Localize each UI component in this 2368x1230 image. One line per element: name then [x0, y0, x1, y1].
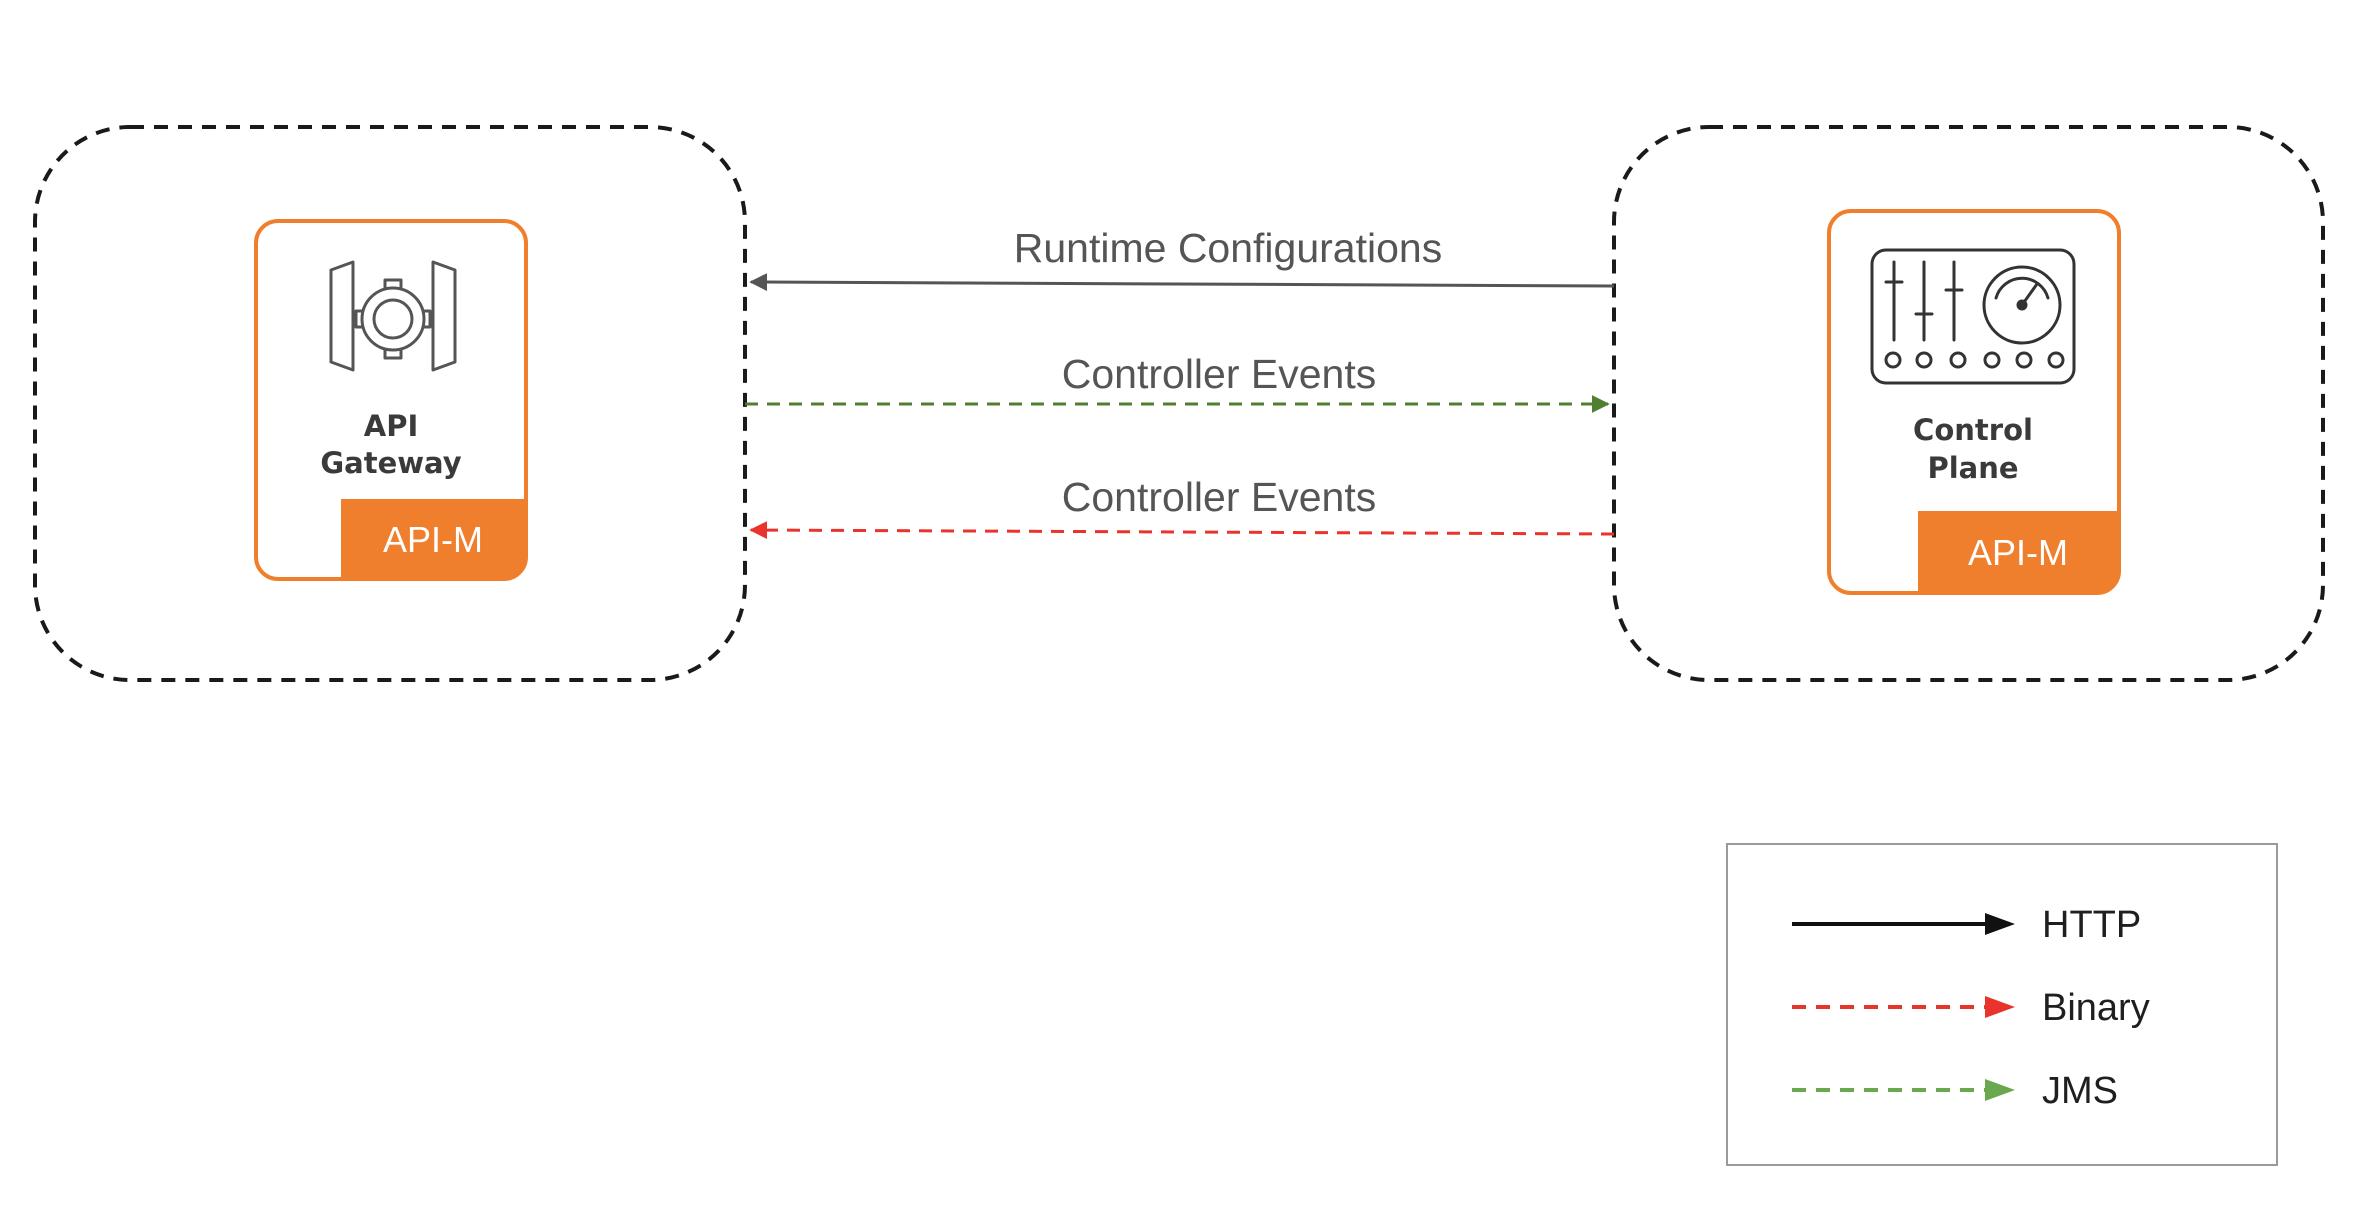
api-gateway-card[interactable]: API Gateway API-M [254, 219, 528, 581]
legend-binary-arrowhead [1985, 996, 2015, 1018]
runtime-configurations-label: Runtime Configurations [1014, 225, 1442, 271]
controller-events-binary-arrow [749, 521, 1615, 540]
legend-binary-label: Binary [2042, 987, 2150, 1029]
control-plane-title-1: Control [1913, 413, 2033, 447]
control-plane-title-2: Plane [1927, 451, 2018, 485]
controller-events-jms-label: Controller Events [1062, 351, 1376, 397]
gateway-icon [329, 260, 457, 372]
controller-events-binary-label: Controller Events [1062, 474, 1376, 520]
control-panel-icon [1870, 248, 2076, 385]
api-gateway-title-1: API [364, 409, 419, 443]
legend-jms-label: JMS [2042, 1070, 2118, 1112]
legend-jms-arrowhead [1985, 1079, 2015, 1101]
api-gateway-badge-bg [341, 499, 526, 579]
control-plane-badge-bg [1918, 511, 2119, 593]
legend-http-arrowhead [1985, 913, 2015, 935]
control-plane-badge: API-M [1968, 532, 2068, 573]
control-plane-card[interactable]: Control Plane API-M [1827, 209, 2121, 595]
api-gateway-badge: API-M [383, 519, 483, 560]
legend-http-label: HTTP [2042, 904, 2141, 946]
legend: HTTP Binary JMS [1726, 843, 2278, 1166]
api-gateway-title-2: Gateway [320, 446, 461, 480]
runtime-configurations-arrow [749, 273, 1615, 292]
